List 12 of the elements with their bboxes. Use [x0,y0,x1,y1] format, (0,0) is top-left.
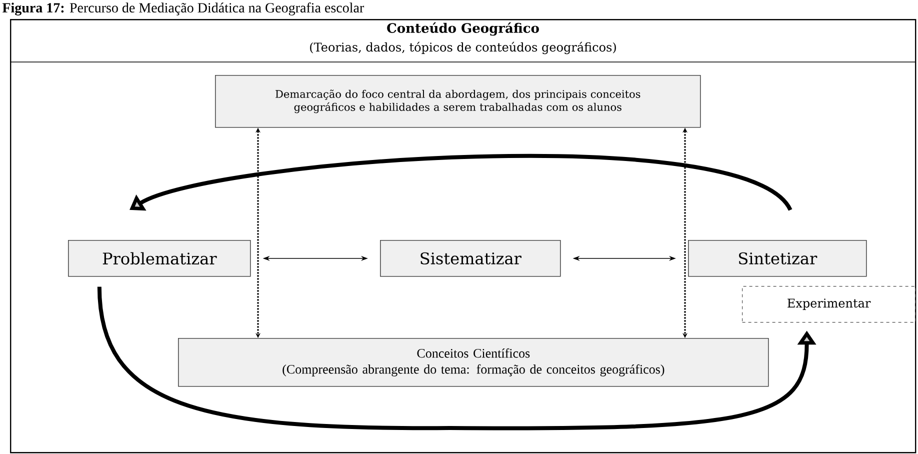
frame-heading: Conteúdo Geográfico [387,22,539,36]
process-box: Sistematizar [380,240,561,277]
process-box: Demarcação do foco central da abordagem, dos principais conceitos geográficos e habilidades a serem trabalhadas com os alunos [215,75,701,128]
figure-title: Figura 17: Percurso de Mediação Didática na Geografia escolar [2,2,364,16]
process-box: Sintetizar [688,240,867,277]
process-box: Problematizar [68,240,251,277]
dashed-box: Experimentar [742,286,916,323]
content-frame [10,19,916,454]
frame-subheading: (Teorias, dados, tópicos de conteúdos geográficos) [310,42,616,54]
dotted-arrow [256,128,260,338]
process-box: Conceitos Científicos (Compreensão abrangente do tema: formação de conceitos geográficos) [178,338,769,387]
dotted-arrow [682,128,688,338]
